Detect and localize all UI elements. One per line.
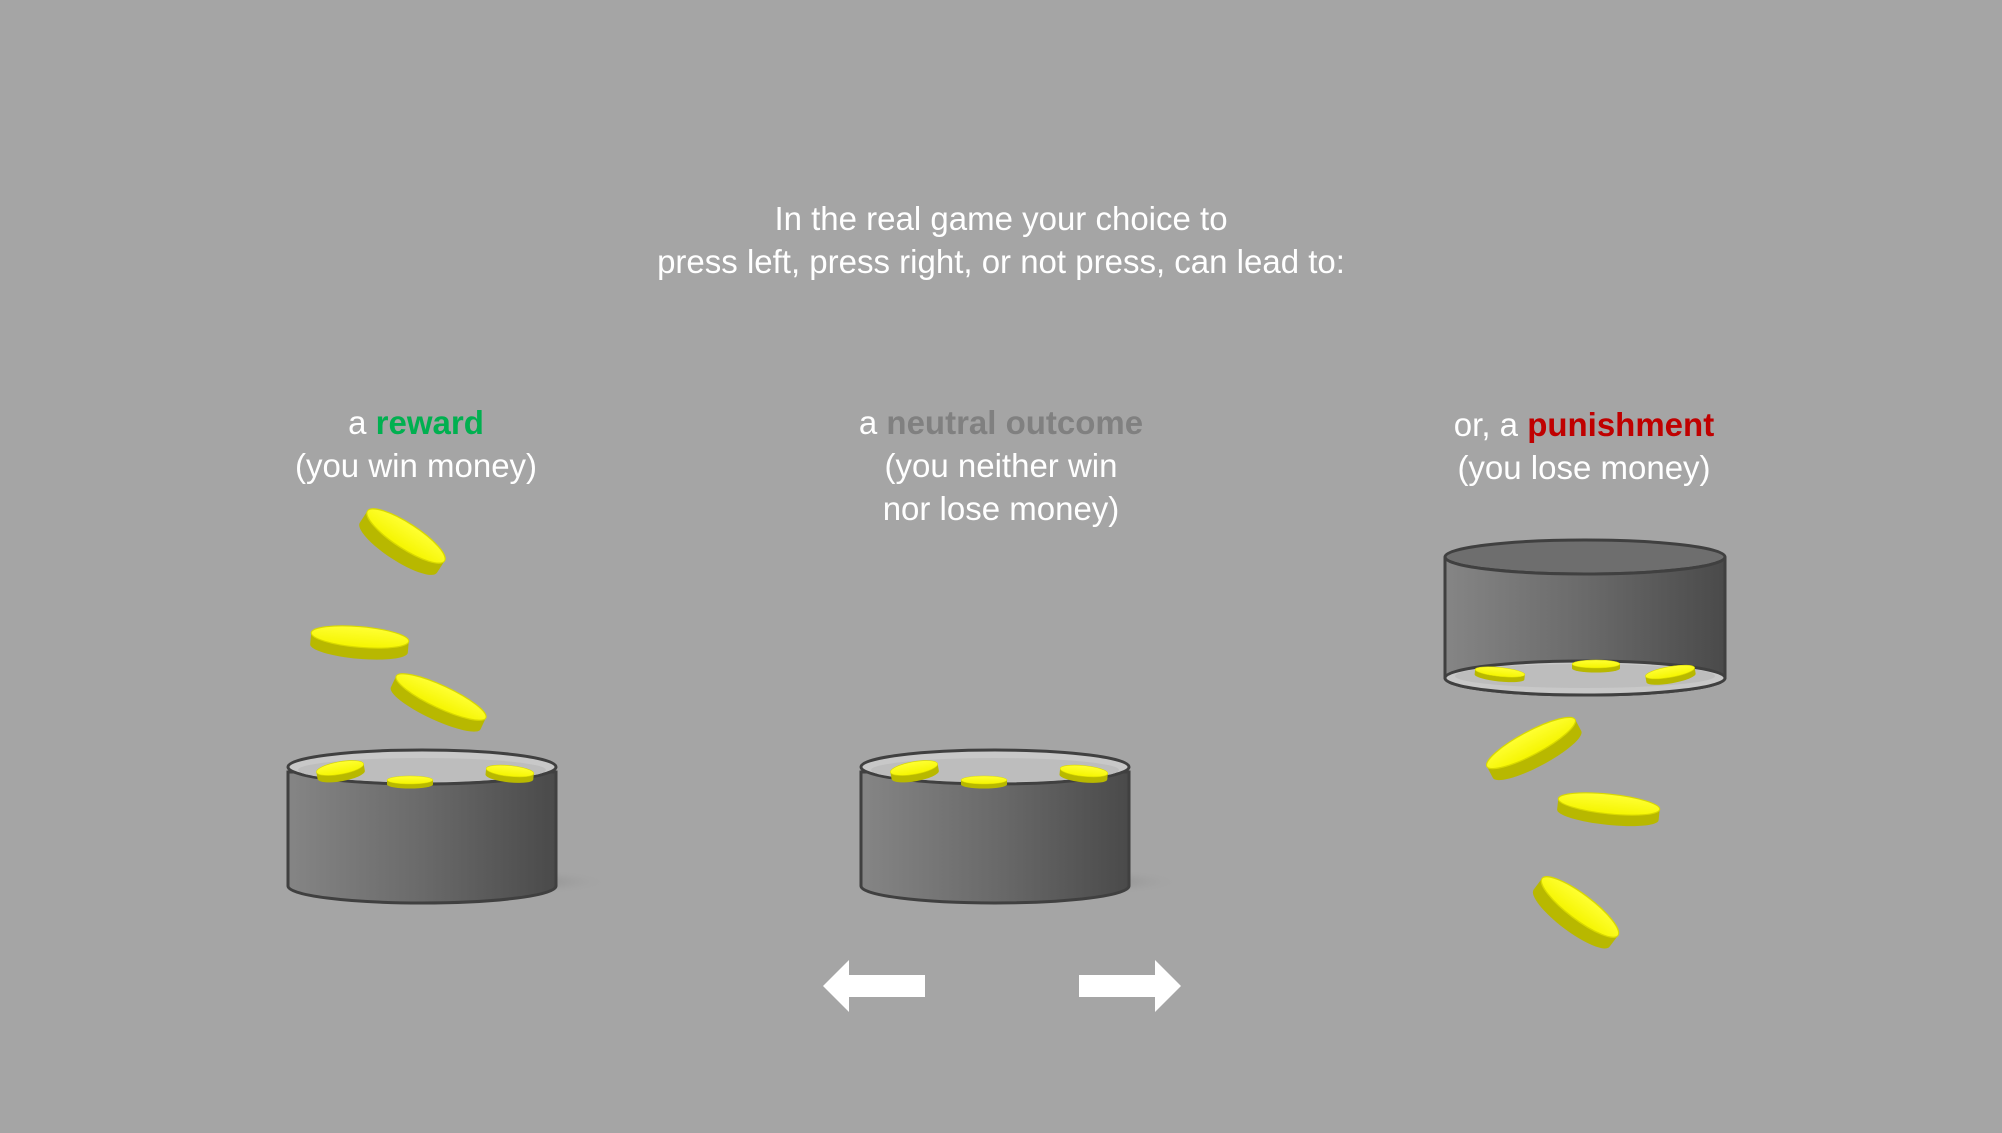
reward-caption: a reward (you win money) xyxy=(216,401,616,487)
instruction-headline: In the real game your choice to press le… xyxy=(0,197,2002,283)
neutral-prefix: a xyxy=(858,404,887,441)
reward-pot xyxy=(286,748,610,905)
punishment-caption: or, a punishment (you lose money) xyxy=(1384,403,1784,489)
punishment-coin-1 xyxy=(1480,708,1588,789)
neutral-detail-line-1: (you neither win xyxy=(884,447,1118,484)
arrow-right-icon xyxy=(1079,960,1181,1012)
punishment-coin-3 xyxy=(1525,867,1627,958)
neutral-keyword: neutral outcome xyxy=(886,404,1144,441)
neutral-caption: a neutral outcome (you neither win nor l… xyxy=(801,401,1201,530)
punishment-keyword: punishment xyxy=(1527,406,1715,443)
reward-coin-2 xyxy=(308,621,411,664)
punishment-title: or, a punishment xyxy=(1384,403,1784,446)
punishment-pot xyxy=(1443,538,1727,697)
punishment-detail: (you lose money) xyxy=(1457,449,1711,486)
reward-title: a reward xyxy=(216,401,616,444)
arrow-left-icon xyxy=(823,960,925,1012)
punishment-coin-2 xyxy=(1555,788,1662,831)
neutral-detail-line-2: nor lose money) xyxy=(882,490,1120,527)
reward-keyword: reward xyxy=(375,404,484,441)
headline-line-1: In the real game your choice to xyxy=(774,200,1228,237)
headline-line-2: press left, press right, or not press, c… xyxy=(657,243,1345,280)
reward-detail: (you win money) xyxy=(294,447,538,484)
reward-prefix: a xyxy=(348,404,376,441)
neutral-pot xyxy=(859,748,1182,905)
reward-coin-3 xyxy=(385,665,492,741)
neutral-title: a neutral outcome xyxy=(801,401,1201,444)
punishment-prefix: or, a xyxy=(1453,406,1528,443)
reward-coin-1 xyxy=(352,499,453,585)
